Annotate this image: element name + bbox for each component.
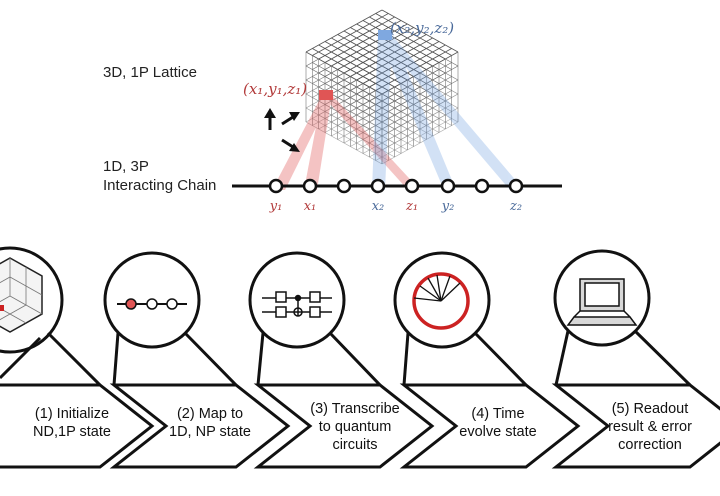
lattice-grid [305, 9, 459, 165]
lattice-title: 3D, 1P Lattice [103, 64, 197, 81]
step1-text: (1) Initialize ND,1P state [12, 405, 132, 441]
step5-icon-circle [553, 249, 651, 347]
step1-icon-circle [0, 246, 64, 354]
chevron-step4 [399, 383, 581, 469]
coord-blue-label: (x₂,y₂,z₂) [390, 19, 455, 37]
chain-title: 1D, 3P Interacting Chain [103, 157, 216, 195]
blue-projection-beams [372, 35, 524, 190]
step5-line3: correction [618, 437, 682, 453]
chain-node [302, 178, 318, 194]
chain-labels: y₁ x₁ x₂ z₁ y₂ z₂ [269, 199, 522, 214]
step3-line3: circuits [332, 437, 378, 453]
step4-line1: (4) Time [471, 406, 525, 422]
chevron-row [0, 383, 720, 469]
step1-line2: ND,1P state [33, 424, 111, 440]
red-projection-beams [272, 95, 420, 190]
step5-line2: result & error [608, 419, 692, 435]
chain-node [336, 178, 352, 194]
chevron-step1 [0, 383, 155, 469]
step2-text: (2) Map to 1D, NP state [150, 405, 270, 441]
step4-icon-circle [393, 251, 491, 349]
chain-title-line1: 1D, 3P [103, 158, 149, 175]
step5-text: (5) Readout result & error correction [590, 400, 710, 454]
chain-nodes [268, 178, 524, 194]
chain-label: z₁ [405, 199, 418, 214]
chain-label: y₂ [441, 199, 455, 214]
red-lattice-point [319, 90, 333, 100]
circuit-icon [262, 291, 332, 318]
chain-label: z₂ [509, 199, 522, 214]
step4-text: (4) Time evolve state [438, 405, 558, 441]
step1-line1: (1) Initialize [34, 406, 110, 422]
connector-lines [0, 329, 692, 387]
chain-label: x₂ [372, 199, 385, 214]
chain-label: y₁ [269, 199, 283, 214]
step2-icon-circle [103, 251, 201, 349]
lattice-cube-icon [0, 257, 43, 333]
blue-lattice-point [378, 30, 392, 40]
clock-icon [412, 272, 470, 330]
chain-node [440, 178, 456, 194]
step3-text: (3) Transcribe to quantum circuits [290, 400, 420, 454]
chain-node [508, 178, 524, 194]
step2-line1: (2) Map to [176, 406, 244, 422]
step5-line1: (5) Readout [611, 401, 689, 417]
chain-label: x₁ [304, 199, 317, 214]
chain-icon [117, 298, 187, 310]
step4-line2: evolve state [459, 424, 537, 440]
chain-node [268, 178, 284, 194]
chain-title-line2: Interacting Chain [103, 177, 217, 194]
chevron-step5 [551, 383, 720, 469]
direction-arrows-icon [264, 108, 300, 152]
chain-node [474, 178, 490, 194]
step3-line1: (3) Transcribe [310, 401, 400, 417]
chevron-step3 [253, 383, 435, 469]
step3-icon-circle [248, 251, 346, 349]
coord-red-label: (x₁,y₁,z₁) [243, 80, 308, 98]
step2-line2: 1D, NP state [169, 424, 251, 440]
computer-icon [566, 278, 638, 326]
chain-node [370, 178, 386, 194]
chain-node [404, 178, 420, 194]
chevron-step2 [109, 383, 291, 469]
step3-line2: to quantum [318, 419, 392, 435]
